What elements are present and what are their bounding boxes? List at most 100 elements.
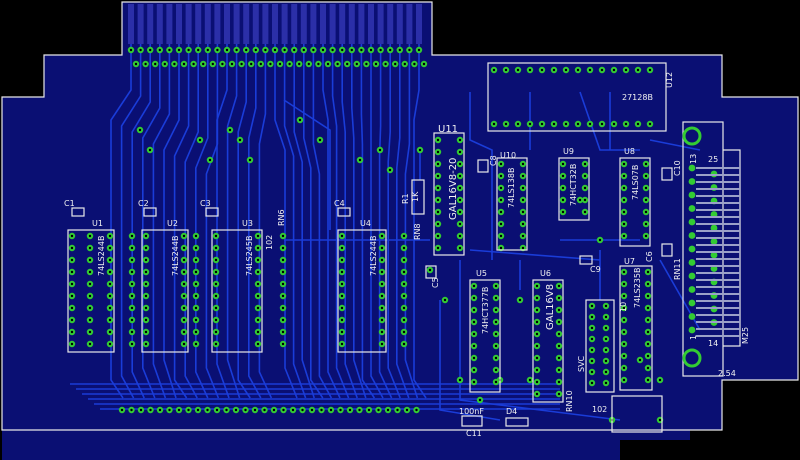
via-hole [108,342,112,346]
via-hole [564,68,568,72]
via-hole [499,210,503,214]
via-hole [564,122,568,126]
bus-trace [303,44,324,399]
via-hole [214,306,218,310]
cap-c4-body [337,207,351,217]
via-hole [340,330,344,334]
via-hole [70,258,74,262]
db25-pin [688,286,696,293]
via-hole [622,282,626,286]
via-hole [494,368,498,372]
via-hole [340,294,344,298]
ic-u12-outline [487,62,667,132]
via-hole [521,186,525,190]
via-hole [458,378,462,382]
edge-finger [281,4,288,44]
via-hole [600,68,604,72]
label-rn8: RN8 [413,223,422,240]
via-hole [521,198,525,202]
via-hole [472,308,476,312]
via-hole [535,284,539,288]
via-hole [402,258,406,262]
via-hole [326,62,330,66]
via-hole [256,234,260,238]
via-hole [380,258,384,262]
signal-trace [439,300,501,421]
bus-trace [258,44,273,399]
via-hole [130,246,134,250]
cap-c11-outline [461,415,483,427]
via-hole [158,48,161,52]
edge-finger [166,4,173,44]
via-hole [380,342,384,346]
db25-shell-outline [723,149,741,347]
via-hole [636,122,640,126]
db25-pin [688,205,696,212]
via-hole [293,48,296,52]
edge-finger [300,4,307,44]
via-hole [576,68,580,72]
via-hole [499,246,503,250]
via-hole [182,62,186,66]
label-u7: U7 [624,257,635,266]
via-hole [291,408,295,412]
via-hole [256,318,260,322]
label-pin13: 13 [689,154,698,164]
via-hole [108,294,112,298]
via-hole [583,162,587,166]
label-u12: U12 [665,72,674,88]
via-hole [206,48,209,52]
via-hole [194,294,198,298]
db25-pin [710,251,718,259]
via-hole [604,348,608,352]
via-hole [590,359,594,363]
ic-u1-outline [67,229,115,353]
via-hole [144,318,148,322]
via-hole [256,282,260,286]
via-hole [413,62,416,66]
via-hole [340,270,344,274]
label-pin14: 14 [708,339,718,348]
bus-trace [274,44,298,399]
via-hole [88,270,92,274]
via-hole [108,246,112,250]
signal-trace [459,260,621,421]
label-c4: C4 [334,199,345,208]
via-hole [144,62,147,66]
db25-mount-hole [682,348,702,368]
cap-c10-body [661,167,673,181]
via-hole [144,270,148,274]
label-102-b: 102 [592,405,607,414]
via-hole [598,238,602,242]
via-hole [535,296,539,300]
via-hole [590,326,594,330]
via-hole [622,174,626,178]
via-hole [636,68,640,72]
via-hole [588,68,592,72]
via-hole [604,315,608,319]
via-hole [336,62,339,66]
ic-u9-outline [558,157,590,221]
via-hole [173,62,176,66]
via-hole [378,148,382,152]
via-hole [583,186,587,190]
db25-pins [682,126,740,368]
via-hole [149,48,152,52]
via-hole [108,306,112,310]
ic-name-u2: 74LS244B [171,236,180,276]
edge-finger [195,4,202,44]
bus-trace [195,44,209,399]
via-hole [646,294,650,298]
via-hole [644,174,648,178]
via-hole [264,48,267,52]
via-hole [588,122,592,126]
via-hole [70,246,74,250]
label-m25: M25 [741,327,750,344]
via-hole [380,330,384,334]
via-hole [192,62,195,66]
bus-trace [237,44,251,399]
edge-finger [156,4,163,44]
via-hole [472,368,476,372]
label-102-a: 102 [265,235,274,250]
cap-c6-body [661,243,673,257]
